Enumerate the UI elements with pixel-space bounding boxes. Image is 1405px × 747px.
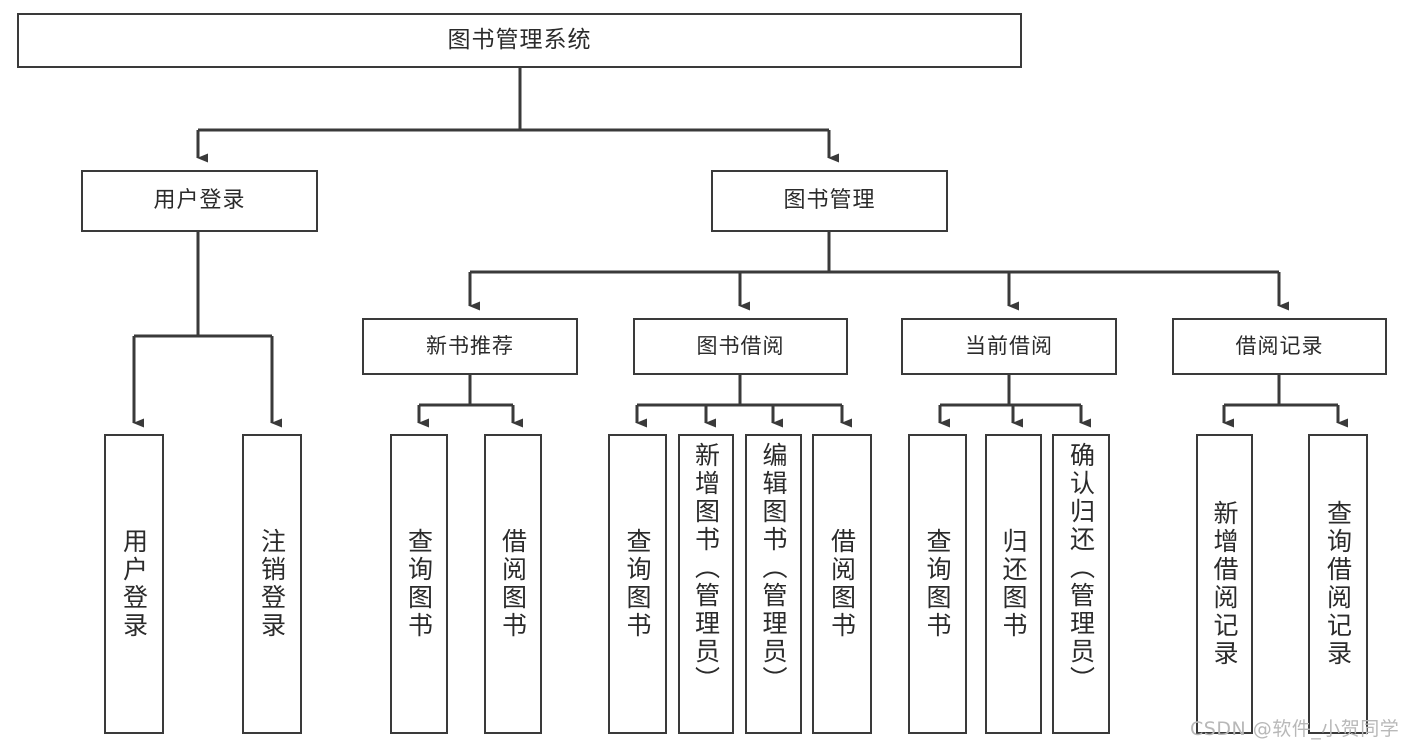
leaf-book-borrow-edit-book-admin[interactable]: 编辑图书（管理员） (745, 434, 802, 734)
node-label: 注销登录 (257, 528, 287, 640)
node-book-borrow[interactable]: 图书借阅 (633, 318, 848, 375)
leaf-current-borrow-return-book[interactable]: 归还图书 (985, 434, 1042, 734)
leaf-borrow-record-query-record[interactable]: 查询借阅记录 (1308, 434, 1368, 734)
node-label: 新增图书（管理员） (691, 442, 721, 694)
node-label: 查询图书 (404, 528, 434, 640)
node-user-login[interactable]: 用户登录 (81, 170, 318, 232)
node-label: 确认归还（管理员） (1066, 442, 1096, 694)
node-label: 新书推荐 (426, 334, 514, 359)
node-label: 当前借阅 (965, 334, 1053, 359)
leaf-book-borrow-add-book-admin[interactable]: 新增图书（管理员） (678, 434, 734, 734)
node-label: 用户登录 (119, 528, 149, 640)
leaf-new-book-borrow-book[interactable]: 借阅图书 (484, 434, 542, 734)
leaf-borrow-record-add-record[interactable]: 新增借阅记录 (1196, 434, 1253, 734)
leaf-user-login-do-login[interactable]: 用户登录 (104, 434, 164, 734)
node-borrow-record[interactable]: 借阅记录 (1172, 318, 1387, 375)
node-root-book-management-system[interactable]: 图书管理系统 (17, 13, 1022, 68)
leaf-current-borrow-confirm-return-admin[interactable]: 确认归还（管理员） (1052, 434, 1110, 734)
leaf-book-borrow-query-book[interactable]: 查询图书 (608, 434, 667, 734)
node-label: 借阅图书 (498, 528, 528, 640)
node-label: 借阅图书 (827, 528, 857, 640)
node-label: 图书借阅 (696, 334, 785, 359)
node-label: 用户登录 (153, 188, 246, 214)
node-current-borrow[interactable]: 当前借阅 (901, 318, 1117, 375)
node-label: 归还图书 (999, 528, 1028, 640)
node-label: 查询图书 (923, 528, 952, 640)
node-label: 查询图书 (623, 528, 652, 640)
node-label: 查询借阅记录 (1323, 500, 1353, 668)
leaf-current-borrow-query-book[interactable]: 查询图书 (908, 434, 967, 734)
leaf-user-login-logout[interactable]: 注销登录 (242, 434, 302, 734)
node-label: 借阅记录 (1235, 334, 1324, 359)
leaf-book-borrow-borrow-book[interactable]: 借阅图书 (812, 434, 872, 734)
node-label: 编辑图书（管理员） (759, 442, 788, 694)
node-label: 图书管理 (783, 188, 876, 214)
leaf-new-book-query-book[interactable]: 查询图书 (390, 434, 448, 734)
node-book-management[interactable]: 图书管理 (711, 170, 948, 232)
node-label: 新增借阅记录 (1210, 500, 1239, 668)
node-label: 图书管理系统 (447, 27, 592, 54)
node-new-book-recommend[interactable]: 新书推荐 (362, 318, 578, 375)
